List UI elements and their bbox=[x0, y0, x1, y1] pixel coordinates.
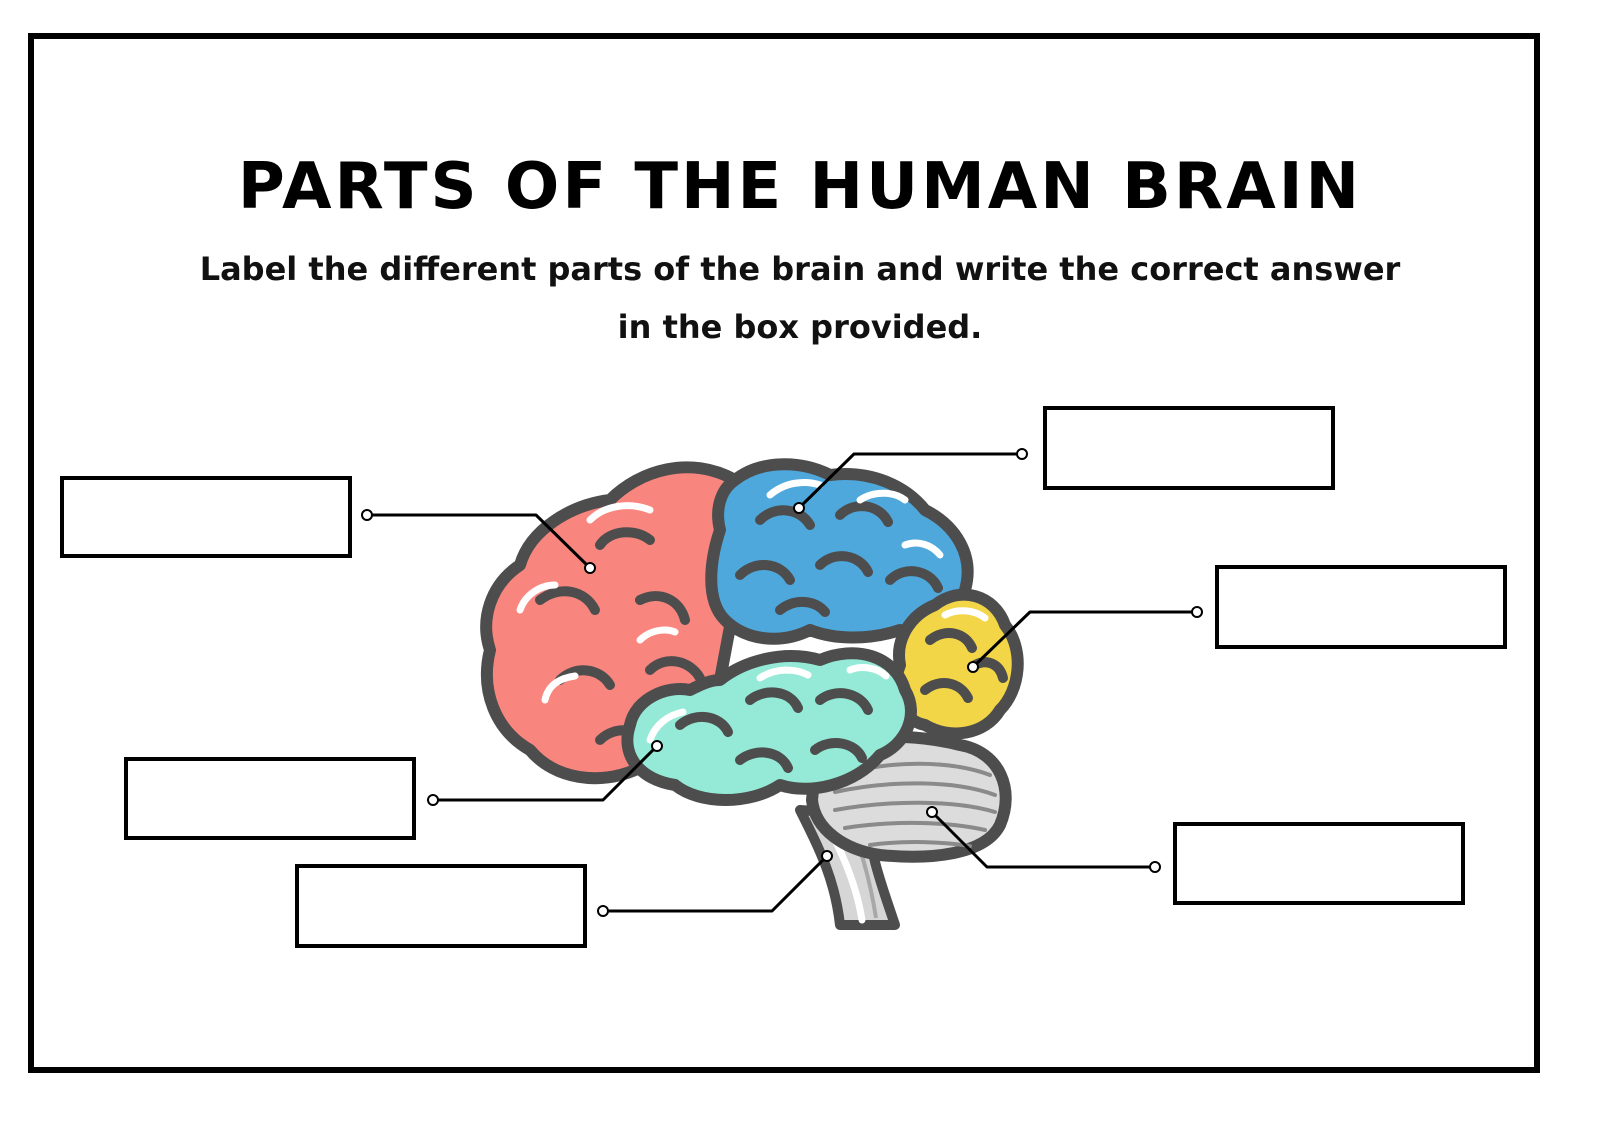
worksheet-instructions: Label the different parts of the brain a… bbox=[199, 250, 1401, 346]
leader-dot bbox=[361, 509, 373, 521]
answer-box-brainstem[interactable] bbox=[295, 864, 587, 948]
answer-box-cerebellum[interactable] bbox=[1173, 822, 1465, 905]
leader-dot bbox=[1191, 606, 1203, 618]
occipital-lobe bbox=[890, 588, 1024, 740]
leader-dot bbox=[427, 794, 439, 806]
leader-dot bbox=[584, 562, 596, 574]
worksheet-title: PARTS OF THE HUMAN BRAIN bbox=[237, 150, 1363, 224]
leader-dot bbox=[793, 502, 805, 514]
leader-line-parietal bbox=[797, 452, 1022, 510]
leader-dot bbox=[651, 740, 663, 752]
leader-line-frontal bbox=[367, 513, 592, 570]
parietal-lobe bbox=[705, 458, 974, 645]
leader-dot bbox=[821, 850, 833, 862]
leader-line-temporal bbox=[433, 744, 659, 802]
leader-line-cerebellum bbox=[930, 810, 1155, 869]
leader-dot bbox=[926, 806, 938, 818]
answer-box-temporal[interactable] bbox=[124, 757, 416, 840]
answer-box-parietal[interactable] bbox=[1043, 406, 1335, 490]
leader-dot bbox=[597, 905, 609, 917]
leader-dot bbox=[967, 661, 979, 673]
leader-dot bbox=[1149, 861, 1161, 873]
answer-box-occipital[interactable] bbox=[1215, 565, 1507, 649]
temporal-lobe bbox=[621, 647, 917, 806]
leader-line-brainstem bbox=[603, 854, 829, 913]
leader-dot bbox=[1016, 448, 1028, 460]
leader-line-occipital bbox=[971, 610, 1197, 669]
answer-box-frontal[interactable] bbox=[60, 476, 352, 558]
